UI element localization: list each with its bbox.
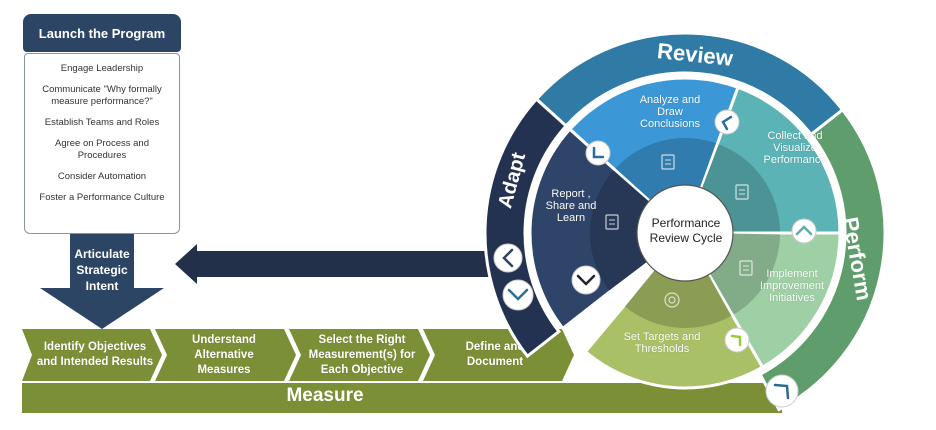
chevron-step-3 — [289, 329, 430, 381]
feedback-left-arrow — [175, 244, 505, 284]
connector-collect-implement — [791, 218, 817, 244]
connector-adapt-left — [493, 243, 523, 273]
measure-label: Measure — [286, 385, 364, 406]
document-icon — [661, 154, 675, 170]
segment-label-implement: Implement Improvement Initiatives — [759, 268, 825, 304]
launch-item: Engage Leadership — [60, 63, 144, 74]
phase-ring-perform — [758, 107, 887, 412]
segment-label-report: Report , Share and Learn — [545, 188, 597, 224]
presenter-icon — [605, 214, 619, 230]
segment-implement-inner — [709, 233, 780, 315]
connector-report-analyze — [585, 140, 611, 166]
measure-step-label: Define and Document — [465, 341, 525, 368]
segment-targets-inner — [624, 270, 732, 329]
connector-adapt-down — [502, 279, 534, 311]
intent-down-arrow — [40, 234, 164, 329]
connector-collect-implement-chevron-icon — [795, 225, 813, 236]
launch-item: Agree on Process and Procedures — [54, 138, 149, 161]
connector-report-down-chevron-icon — [576, 274, 596, 286]
launch-program-header: Launch the Program — [23, 14, 181, 52]
connector-report-down — [571, 265, 601, 295]
segment-report-inner — [590, 170, 649, 291]
measure-step-label: Identify Objectives and Intended Results — [36, 341, 154, 368]
segment-label-collect: Collect and Visualize Performance — [763, 130, 827, 166]
segment-label-targets: Set Targets and Thresholds — [623, 331, 701, 355]
measure-step-label: Understand Alternative Measures — [192, 333, 256, 376]
connector-adapt-left-chevron-icon — [502, 248, 514, 268]
connector-report-analyze-chevron-icon — [592, 146, 605, 159]
launch-item: Consider Automation — [57, 171, 147, 182]
measure-chevrons — [22, 329, 574, 381]
cycle-center-label: Performance Review Cycle — [649, 216, 723, 245]
target-icon — [664, 292, 680, 308]
connector-perform-measure — [765, 374, 799, 408]
checklist-icon — [735, 184, 749, 200]
cycle-center-circle — [636, 184, 734, 282]
launch-program-list: Engage Leadership Communicate "Why forma… — [24, 53, 180, 234]
measure-bar — [22, 383, 782, 413]
connector-analyze-collect-chevron-icon — [721, 115, 733, 131]
presentation-board-icon — [739, 260, 753, 276]
launch-item: Foster a Performance Culture — [39, 192, 165, 203]
segment-label-analyze: Analyze and Draw Conclusions — [639, 94, 701, 130]
measure-step-label: Select the Right Measurement(s) for Each… — [308, 333, 416, 376]
connector-analyze-collect — [714, 109, 740, 135]
chevron-step-2 — [155, 329, 296, 381]
connector-implement-targets — [724, 327, 750, 353]
segment-collect-inner — [702, 144, 780, 233]
chevron-step-1 — [22, 329, 162, 381]
connector-implement-targets-chevron-icon — [730, 334, 742, 347]
launch-item: Establish Teams and Roles — [44, 117, 160, 128]
intent-arrow-label: Articulate Strategic Intent — [74, 247, 130, 293]
connector-adapt-down-chevron-icon — [507, 288, 529, 301]
launch-item: Communicate "Why formally measure perfor… — [42, 84, 162, 107]
target-icon-inner — [668, 296, 676, 304]
connector-perform-measure-chevron-icon — [773, 383, 790, 400]
